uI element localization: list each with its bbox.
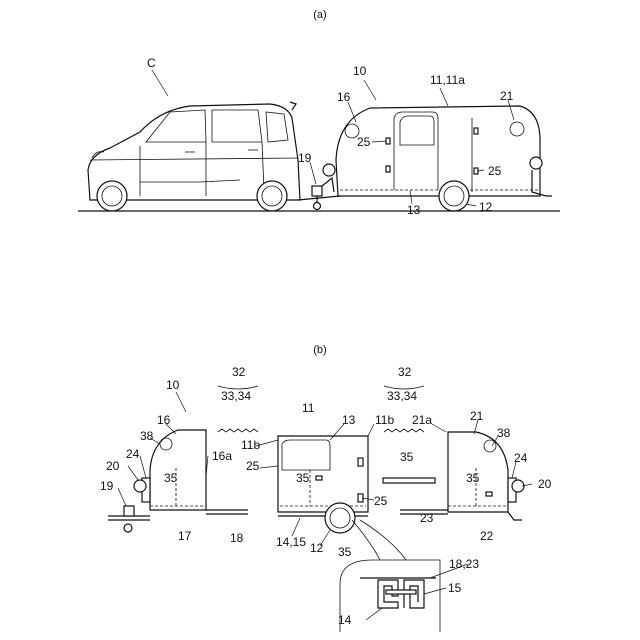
trailer-body-a	[336, 106, 552, 211]
label-mount-left: 24	[126, 447, 140, 461]
label-fixture-right-a: 25	[488, 164, 502, 178]
label-rail-rear: 23	[420, 511, 434, 525]
label-car: C	[147, 56, 156, 70]
label-guide-right: 35	[466, 471, 480, 485]
label-rear-module-b: 21	[470, 409, 484, 423]
label-light-right: 38	[497, 426, 511, 440]
label-detail-slide: 18,23	[449, 557, 479, 571]
label-body-b: 11	[302, 401, 315, 415]
label-rail-rear-frame: 22	[480, 529, 494, 543]
label-joint-right-parts: 33,34	[387, 389, 417, 403]
label-front-module-a: 16	[337, 90, 351, 104]
label-jack-b: 19	[100, 479, 114, 493]
label-rear-module-a: 21	[500, 89, 514, 103]
label-trailer-a: 10	[353, 64, 367, 78]
label-stand-left: 20	[106, 459, 120, 473]
label-door-b: 13	[342, 413, 356, 427]
label-body-frame: 14,15	[276, 535, 306, 549]
hitch-jack	[298, 164, 340, 210]
label-detail-channel: 15	[448, 581, 462, 595]
label-wheel-b: 12	[310, 541, 324, 555]
caption-b: (b)	[313, 344, 326, 356]
label-front-module-b: 16	[157, 413, 171, 427]
label-mount-right: 24	[514, 451, 528, 465]
label-joint-left-parts: 33,34	[221, 389, 251, 403]
label-rail-front: 18	[230, 531, 244, 545]
label-light-left: 38	[140, 429, 154, 443]
label-door-a: 13	[407, 203, 421, 217]
body-module-b	[278, 436, 368, 533]
label-rail-center: 35	[400, 450, 414, 464]
detail-callout	[340, 520, 440, 632]
label-detail-rail: 35	[338, 545, 352, 559]
label-guide-mid: 35	[296, 471, 310, 485]
label-rail-front-frame: 17	[178, 529, 192, 543]
center-rail-part	[383, 478, 435, 483]
rear-module-b	[400, 432, 524, 520]
label-stand-right: 20	[538, 477, 552, 491]
label-fixture-right-b: 25	[374, 494, 388, 508]
label-wheel-a: 12	[479, 200, 493, 214]
label-joint-right: 32	[398, 365, 412, 379]
car-drawing	[88, 102, 300, 211]
label-fixture-left-a: 25	[357, 135, 371, 149]
front-module-b	[108, 430, 248, 532]
label-front-opening: 16a	[212, 449, 232, 463]
caption-a: (a)	[313, 9, 326, 21]
label-fixture-left-b: 25	[246, 459, 260, 473]
label-joint-left: 32	[232, 365, 246, 379]
label-body-side-left: 11b	[241, 438, 260, 452]
label-detail-frame: 14	[338, 613, 352, 627]
label-rear-opening: 21a	[412, 413, 432, 427]
label-trailer-b: 10	[166, 378, 180, 392]
label-body-side-right: 11b	[375, 413, 394, 427]
label-jack-a: 19	[298, 151, 312, 165]
label-guide-left: 35	[164, 471, 178, 485]
label-body-a: 11,11a	[430, 73, 465, 87]
